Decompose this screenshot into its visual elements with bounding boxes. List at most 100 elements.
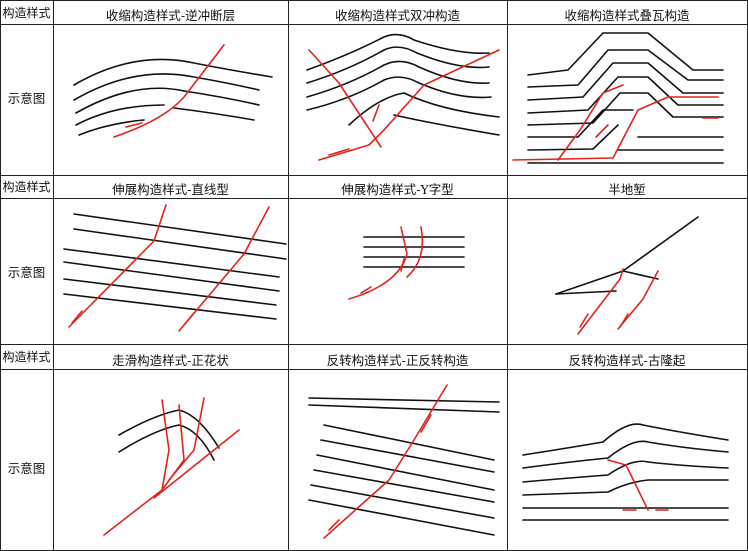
stratum-line: [527, 32, 724, 76]
grid-line: [0, 369, 748, 370]
stratum-line: [522, 423, 729, 456]
slip-arrow: [400, 258, 405, 272]
stratum-line: [63, 278, 277, 306]
grid-line: [0, 344, 748, 345]
stratum-line: [63, 248, 280, 278]
fault-line: [168, 397, 205, 481]
grid-line: [0, 0, 1, 551]
stratum-line: [73, 213, 287, 245]
stratum-line: [73, 58, 273, 86]
stratum-line: [555, 290, 617, 295]
stratum-line: [522, 479, 729, 496]
stratum-line: [306, 60, 490, 98]
fault-line: [607, 459, 649, 511]
stratum-line: [73, 73, 260, 101]
stratum-line: [527, 109, 634, 138]
fault-line: [348, 226, 408, 300]
stratum-line: [622, 270, 659, 280]
grid-line: [0, 198, 748, 199]
slip-arrow: [420, 414, 432, 433]
stratum-line: [306, 33, 490, 71]
fault-line: [103, 404, 185, 536]
row-side-label: 示意图: [7, 91, 46, 106]
stratum-line: [393, 114, 500, 136]
fault-line: [406, 226, 424, 278]
slip-arrow: [71, 310, 83, 324]
row-header-label: 构造样式: [2, 350, 51, 364]
cell-title-positive-inversion: 反转构造样式-正反转构造: [326, 353, 469, 368]
cell-title-y-extension: 伸展构造样式-Y字型: [341, 182, 454, 197]
cell-title-imbricate: 收缩构造样式叠瓦构造: [564, 8, 690, 23]
grid-line: [0, 24, 748, 25]
stratum-line: [75, 87, 185, 114]
slip-arrow: [619, 313, 629, 328]
stratum-line: [522, 440, 729, 469]
stratum-line: [522, 460, 729, 483]
planar-extension-diagram: [63, 204, 287, 332]
stratum-line: [78, 119, 145, 136]
thrust-fault-diagram: [73, 44, 273, 138]
fault-line: [557, 84, 624, 161]
fault-line: [68, 204, 167, 328]
stratum-line: [308, 404, 500, 413]
cell-title-positive-flower: 走滑构造样式-正花状: [112, 353, 229, 368]
cell-title-planar-extension: 伸展构造样式-直线型: [112, 182, 229, 197]
stratum-line: [310, 484, 495, 519]
slip-arrow: [360, 286, 372, 294]
cell-title-half-graben: 半地堑: [608, 182, 646, 197]
grid-line: [0, 0, 748, 1]
stratum-line: [118, 424, 215, 461]
stratum-line: [308, 499, 495, 536]
cell-title-paleo-uplift: 反转构造样式-古隆起: [568, 353, 686, 368]
stratum-line: [306, 46, 490, 84]
fault-line: [617, 270, 659, 330]
stratum-line: [316, 454, 495, 491]
stratum-line: [527, 76, 724, 114]
grid-line: [507, 0, 508, 551]
stratum-line: [320, 439, 495, 473]
y-extension-diagram: [348, 226, 465, 300]
paleo-uplift-diagram: [522, 423, 729, 521]
fault-line: [113, 44, 225, 138]
fault-line: [308, 49, 382, 148]
row-side-label: 示意图: [7, 265, 46, 280]
stratum-line: [306, 76, 492, 111]
fault-line: [178, 206, 270, 332]
stratum-line: [527, 92, 724, 126]
fault-line: [512, 96, 719, 161]
stratum-line: [348, 92, 500, 126]
slip-arrow: [328, 519, 340, 531]
positive-flower-diagram: [103, 397, 240, 536]
slip-arrow: [579, 313, 589, 328]
fault-line: [318, 49, 500, 161]
fault-line: [595, 124, 609, 138]
fault-line: [153, 429, 240, 499]
grid-line: [288, 0, 289, 551]
duplex-diagram: [306, 33, 500, 161]
stratum-line: [308, 397, 500, 403]
stratum-line: [75, 104, 165, 126]
stratum-line: [527, 49, 724, 88]
grid-line: [53, 0, 54, 551]
stratum-line: [183, 90, 260, 106]
half-graben-diagram: [555, 216, 699, 335]
row-header-label: 构造样式: [2, 180, 51, 194]
slip-arrow: [183, 312, 195, 326]
stratum-line: [63, 261, 280, 292]
cell-title-thrust-fault: 收缩构造样式-逆冲断层: [105, 8, 236, 23]
stratum-line: [73, 228, 287, 260]
fault-line: [323, 384, 448, 539]
stratum-line: [173, 107, 255, 121]
fault-line: [577, 268, 624, 335]
cell-title-duplex: 收缩构造样式双冲构造: [334, 8, 460, 23]
stratum-line: [527, 124, 619, 151]
stratum-line: [323, 424, 495, 461]
positive-inversion-diagram: [308, 384, 500, 539]
basin-margin-line: [555, 216, 699, 295]
slip-arrow: [125, 122, 143, 128]
stratum-line: [527, 62, 724, 101]
fault-line: [161, 399, 170, 491]
stratum-line: [63, 293, 277, 320]
slip-arrow: [328, 148, 350, 156]
row-side-label: 示意图: [7, 461, 46, 476]
